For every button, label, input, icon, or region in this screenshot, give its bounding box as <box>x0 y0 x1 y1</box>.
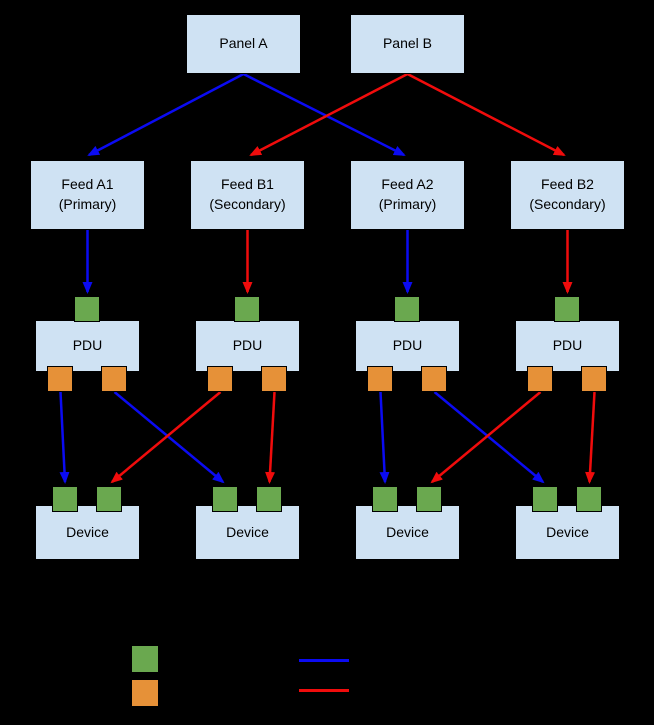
legend-secondary-line-swatch <box>299 689 349 692</box>
pdu-1-label: PDU <box>72 337 103 354</box>
device-3-input-port-left <box>372 486 398 512</box>
pdu-1-box: PDU <box>35 320 140 372</box>
device-2-label: Device <box>226 523 269 540</box>
feed-b2-role: (Secondary) <box>529 196 606 212</box>
pdu-2-label: PDU <box>232 337 263 354</box>
arrow-pdu-3-to-device-3 <box>379 391 390 484</box>
arrow-pdu-2-to-device-2 <box>265 391 276 484</box>
feed-b2-name: Feed B2 <box>541 176 594 193</box>
device-4-input-port-left <box>532 486 558 512</box>
pdu-4-output-port-left <box>527 366 553 392</box>
pdu-4-label: PDU <box>552 337 583 354</box>
device-4-label: Device <box>546 523 589 540</box>
device-2-box: Device <box>195 505 300 560</box>
pdu-4-input-port <box>554 296 580 322</box>
device-3-label: Device <box>386 523 429 540</box>
arrow-panel-b-to-feed-b1 <box>249 72 409 157</box>
feed-a1-role: (Primary) <box>58 196 117 212</box>
pdu-1-output-port-left <box>47 366 73 392</box>
device-2-input-port-right <box>256 486 282 512</box>
arrow-pdu-2-to-device-1 <box>110 391 222 484</box>
panel-b-label: Panel B <box>382 35 433 52</box>
feed-a2-name: Feed A2 <box>381 176 434 193</box>
panel-b-box: Panel B <box>350 14 465 74</box>
device-2-input-port-left <box>212 486 238 512</box>
arrow-pdu-4-to-device-4 <box>585 391 596 484</box>
feed-b2-box: Feed B2 (Secondary) <box>510 160 625 230</box>
pdu-4-output-port-right <box>581 366 607 392</box>
feed-a1-box: Feed A1 (Primary) <box>30 160 145 230</box>
device-1-box: Device <box>35 505 140 560</box>
pdu-2-output-port-right <box>261 366 287 392</box>
arrow-pdu-1-to-device-2 <box>113 391 225 484</box>
device-1-input-port-right <box>96 486 122 512</box>
pdu-3-label: PDU <box>392 337 423 354</box>
feed-b1-role: (Secondary) <box>209 196 286 212</box>
pdu-2-output-port-left <box>207 366 233 392</box>
device-4-box: Device <box>515 505 620 560</box>
feed-a1-name: Feed A1 <box>61 176 114 193</box>
arrow-panel-a-to-feed-a1 <box>87 72 245 157</box>
legend-primary-line-swatch <box>299 659 349 662</box>
feed-a2-label: Feed A2 (Primary) <box>379 175 437 214</box>
pdu-2-box: PDU <box>195 320 300 372</box>
arrow-panel-a-to-feed-a2 <box>242 72 406 157</box>
pdu-3-input-port <box>394 296 420 322</box>
feed-a2-box: Feed A2 (Primary) <box>350 160 465 230</box>
legend-input-port-swatch <box>131 645 159 673</box>
feed-b1-box: Feed B1 (Secondary) <box>190 160 305 230</box>
arrow-pdu-4-to-device-3 <box>430 391 542 484</box>
legend-output-port-swatch <box>131 679 159 707</box>
device-3-input-port-right <box>416 486 442 512</box>
device-1-label: Device <box>66 523 109 540</box>
device-1-input-port-left <box>52 486 78 512</box>
arrow-panel-b-to-feed-b2 <box>406 72 566 157</box>
pdu-2-input-port <box>234 296 260 322</box>
pdu-4-box: PDU <box>515 320 620 372</box>
pdu-1-output-port-right <box>101 366 127 392</box>
feed-b1-label: Feed B1 (Secondary) <box>209 175 285 214</box>
feed-b2-label: Feed B2 (Secondary) <box>529 175 605 214</box>
pdu-3-output-port-left <box>367 366 393 392</box>
pdu-3-box: PDU <box>355 320 460 372</box>
feed-b1-name: Feed B1 <box>221 176 274 193</box>
pdu-1-input-port <box>74 296 100 322</box>
device-4-input-port-right <box>576 486 602 512</box>
feed-a1-label: Feed A1 (Primary) <box>59 175 117 214</box>
arrow-pdu-3-to-device-4 <box>433 391 545 484</box>
panel-a-box: Panel A <box>186 14 301 74</box>
pdu-3-output-port-right <box>421 366 447 392</box>
device-3-box: Device <box>355 505 460 560</box>
panel-a-label: Panel A <box>219 35 268 52</box>
feed-a2-role: (Primary) <box>378 196 437 212</box>
arrow-pdu-1-to-device-1 <box>59 391 70 484</box>
